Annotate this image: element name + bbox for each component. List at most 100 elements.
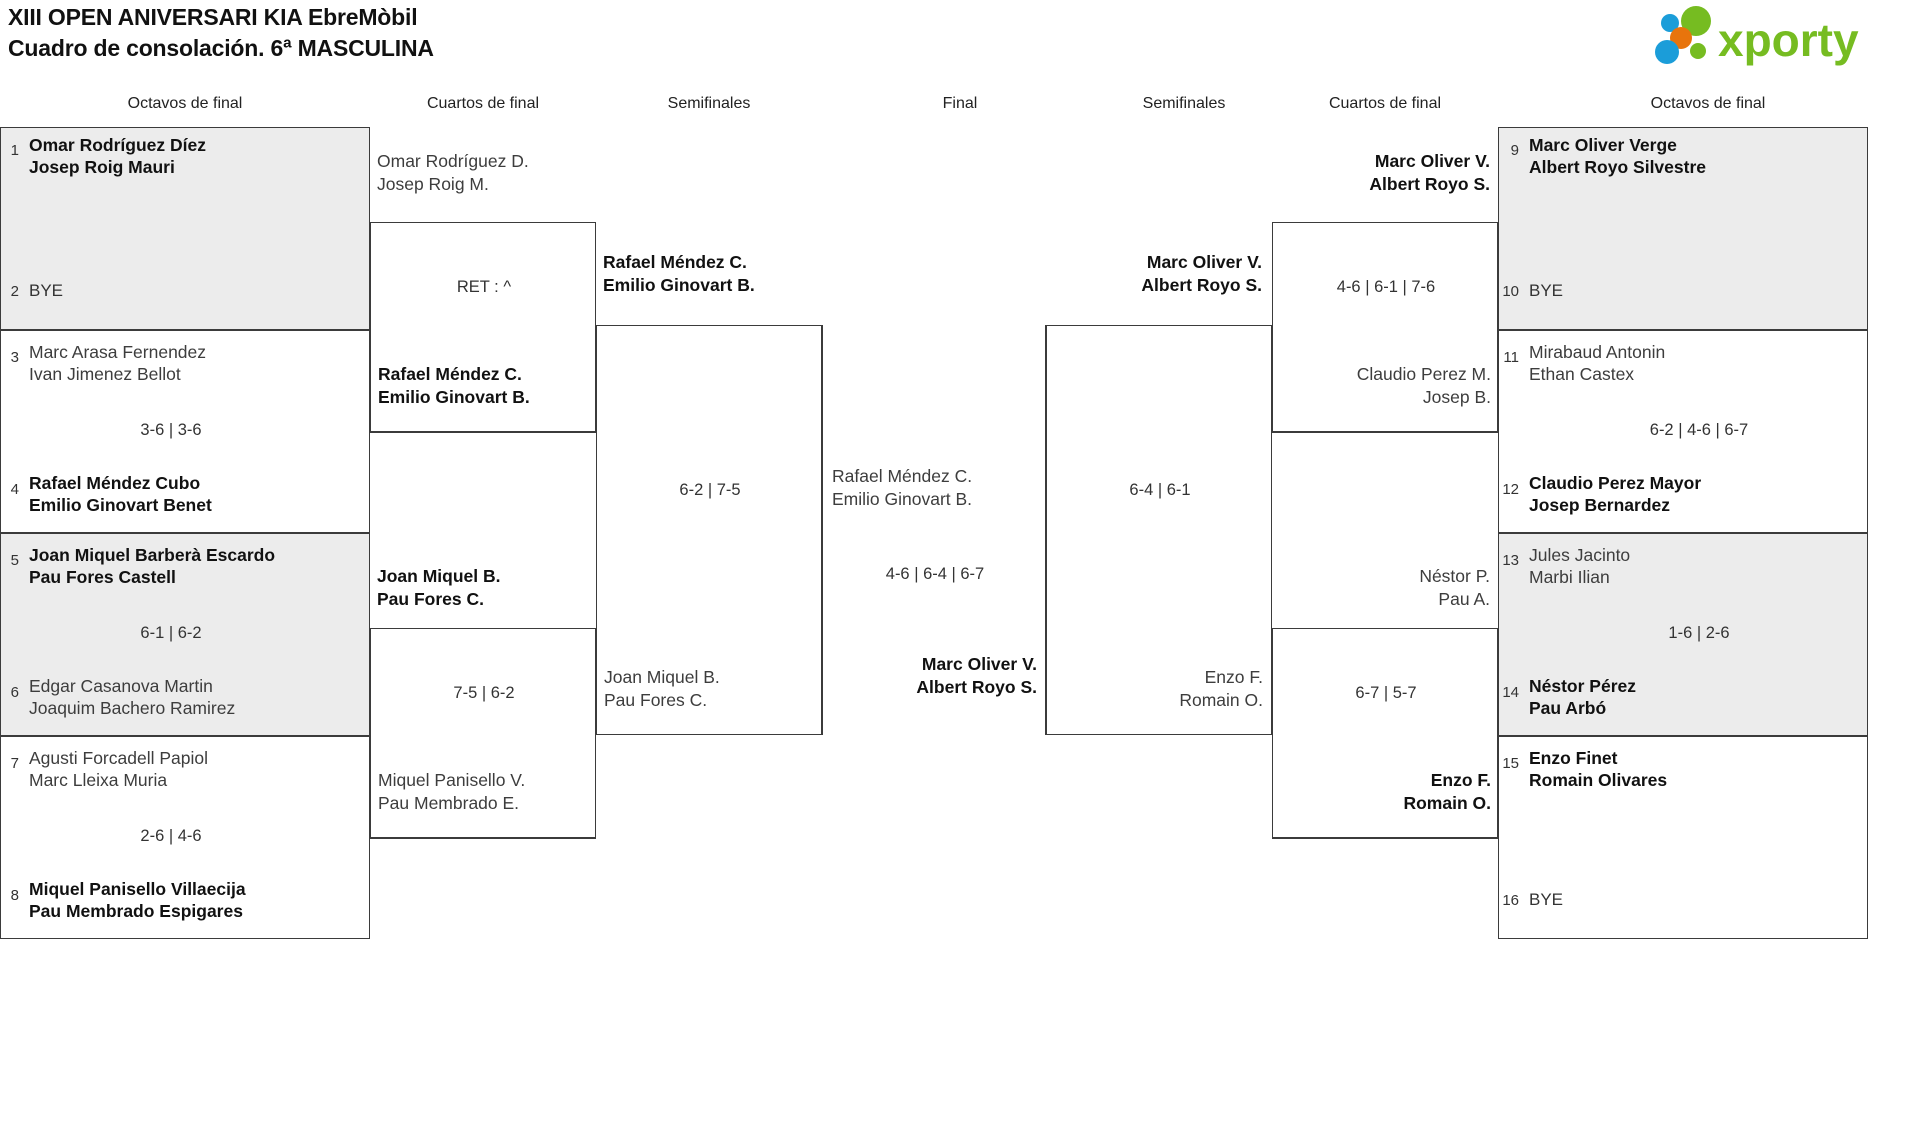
seed-number: 14 — [1502, 684, 1519, 701]
player-name: Enzo Finet — [1529, 748, 1618, 768]
player-name: Claudio Perez Mayor — [1529, 473, 1702, 493]
bye-label: BYE — [29, 281, 64, 300]
match-score: 6-4 | 6-1 — [1129, 481, 1191, 499]
column-header-final: Final — [942, 95, 978, 112]
column-header-cuartos-right: Cuartos de final — [1328, 95, 1442, 112]
match-score: 1-6 | 2-6 — [1668, 624, 1730, 642]
seed-number: 13 — [1502, 552, 1519, 569]
seed-number: 12 — [1502, 481, 1519, 498]
match-score: 4-6 | 6-4 | 6-7 — [885, 565, 985, 583]
player-name: Albert Royo S. — [916, 677, 1037, 697]
bye-label: BYE — [1529, 281, 1564, 300]
seed-number: 7 — [10, 755, 19, 772]
match-score: 6-2 | 4-6 | 6-7 — [1649, 421, 1749, 439]
match-box-r16-1[interactable]: 9 Marc Oliver Verge Albert Royo Silvestr… — [1498, 127, 1868, 330]
connector-line — [1272, 838, 1498, 839]
player-name: Romain Olivares — [1529, 770, 1668, 790]
logo-wordmark: xporty — [1718, 14, 1859, 66]
player-name: Emilio Ginovart B. — [832, 489, 973, 509]
match-box-l16-4[interactable]: 7 Agusti Forcadell Papiol Marc Lleixa Mu… — [0, 736, 370, 939]
player-name: Néstor P. — [1419, 566, 1490, 586]
player-name: Enzo F. — [1204, 667, 1263, 687]
title-block: XIII OPEN ANIVERSARI KIA EbreMòbil Cuadr… — [8, 2, 434, 64]
player-name: Marc Arasa Fernendez — [29, 342, 207, 362]
player-name: Pau Fores Castell — [29, 567, 176, 587]
player-name: Joan Miquel B. — [604, 667, 720, 687]
match-box-final[interactable]: Rafael Méndez C. Emilio Ginovart B. 4-6 … — [822, 325, 1046, 735]
player-name: Albert Royo Silvestre — [1529, 157, 1706, 177]
match-box-l16-1[interactable]: 1 Omar Rodríguez Díez Josep Roig Mauri 2… — [0, 127, 370, 330]
column-header-semifinales-right: Semifinales — [1142, 95, 1226, 112]
player-name: Marbi Ilian — [1529, 567, 1610, 587]
match-box-rqf-1[interactable]: 4-6 | 6-1 | 7-6 Claudio Perez M. Josep B… — [1272, 222, 1498, 432]
page-header: XIII OPEN ANIVERSARI KIA EbreMòbil Cuadr… — [0, 0, 1920, 90]
tournament-title: XIII OPEN ANIVERSARI KIA EbreMòbil — [8, 4, 418, 30]
match-box-r16-3[interactable]: 13 Jules Jacinto Marbi Ilian 1-6 | 2-6 1… — [1498, 533, 1868, 736]
player-name: Josep Bernardez — [1529, 495, 1671, 515]
match-box-rsf-1[interactable]: 6-4 | 6-1 Enzo F. Romain O. — [1046, 325, 1272, 735]
player-name: Pau Fores C. — [604, 690, 708, 710]
player-name: Albert Royo S. — [1141, 275, 1262, 295]
match-box-r16-2[interactable]: 11 Mirabaud Antonin Ethan Castex 6-2 | 4… — [1498, 330, 1868, 533]
player-name: Rafael Méndez C. — [378, 364, 522, 384]
seed-number: 1 — [10, 142, 19, 159]
match-score: 7-5 | 6-2 — [453, 684, 515, 702]
match-box-lqf-2[interactable]: 7-5 | 6-2 Miquel Panisello V. Pau Membra… — [370, 628, 596, 838]
player-name: Rafael Méndez Cubo — [29, 473, 201, 493]
match-score: 4-6 | 6-1 | 7-6 — [1336, 278, 1436, 296]
match-box-l16-2[interactable]: 3 Marc Arasa Fernendez Ivan Jimenez Bell… — [0, 330, 370, 533]
player-name: Emilio Ginovart B. — [378, 387, 530, 407]
column-header-semifinales-left: Semifinales — [667, 95, 751, 112]
match-score: 2-6 | 4-6 — [140, 827, 202, 845]
player-name: Pau Membrado Espigares — [29, 901, 243, 921]
player-name: Pau Membrado E. — [378, 793, 520, 813]
match-box-rqf-2[interactable]: 6-7 | 5-7 Enzo F. Romain O. — [1272, 628, 1498, 838]
player-name: Joan Miquel B. — [377, 566, 501, 586]
column-header-octavos-right: Octavos de final — [1650, 95, 1766, 112]
match-score: 3-6 | 3-6 — [140, 421, 202, 439]
bye-label: BYE — [1529, 890, 1564, 909]
player-name: Joan Miquel Barberà Escardo — [29, 545, 276, 565]
player-name: Omar Rodríguez Díez — [29, 135, 206, 155]
seed-number: 8 — [10, 887, 19, 904]
player-name: Claudio Perez M. — [1356, 364, 1491, 384]
seed-number: 10 — [1502, 283, 1519, 300]
connector-line — [370, 838, 596, 839]
connector-line — [1272, 222, 1498, 223]
player-name: Jules Jacinto — [1529, 545, 1631, 565]
logo-dots-icon — [1655, 6, 1711, 64]
connector-line — [1272, 432, 1498, 433]
seed-number: 9 — [1510, 142, 1519, 159]
player-name: Rafael Méndez C. — [603, 252, 747, 272]
column-header-cuartos-left: Cuartos de final — [426, 95, 540, 112]
match-box-lqf-1[interactable]: RET : ^ Rafael Méndez C. Emilio Ginovart… — [370, 222, 596, 432]
seed-number: 2 — [10, 283, 19, 300]
player-name: Joaquim Bachero Ramirez — [29, 698, 236, 718]
match-box-l16-3[interactable]: 5 Joan Miquel Barberà Escardo Pau Fores … — [0, 533, 370, 736]
seed-number: 3 — [10, 349, 19, 366]
seed-number: 16 — [1502, 892, 1519, 909]
player-name: Miquel Panisello V. — [378, 770, 526, 790]
player-name: Emilio Ginovart B. — [603, 275, 755, 295]
player-name: Josep Roig Mauri — [29, 157, 175, 177]
player-name: Néstor Pérez — [1529, 676, 1636, 696]
match-box-r16-4[interactable]: 15 Enzo Finet Romain Olivares 16 BYE — [1498, 736, 1868, 939]
player-name: Marc Oliver V. — [921, 654, 1037, 674]
player-name: Mirabaud Antonin — [1529, 342, 1666, 362]
connector-line — [1272, 628, 1498, 629]
player-name: Emilio Ginovart Benet — [29, 495, 212, 515]
player-name: Enzo F. — [1430, 770, 1491, 790]
player-name: Edgar Casanova Martin — [29, 676, 213, 696]
player-name: Ethan Castex — [1529, 364, 1635, 384]
player-name: Pau Arbó — [1529, 698, 1607, 718]
seed-number: 5 — [10, 552, 19, 569]
player-name: Marc Oliver V. — [1374, 151, 1490, 171]
player-name: Josep B. — [1422, 387, 1491, 407]
player-name: Pau A. — [1438, 589, 1490, 609]
player-name: Romain O. — [1403, 793, 1491, 813]
match-box-lsf-1[interactable]: 6-2 | 7-5 Joan Miquel B. Pau Fores C. — [596, 325, 822, 735]
player-name: Marc Oliver Verge — [1529, 135, 1677, 155]
player-name: Josep Roig M. — [377, 174, 489, 194]
player-name: Marc Oliver V. — [1146, 252, 1262, 272]
match-score: 6-7 | 5-7 — [1355, 684, 1417, 702]
